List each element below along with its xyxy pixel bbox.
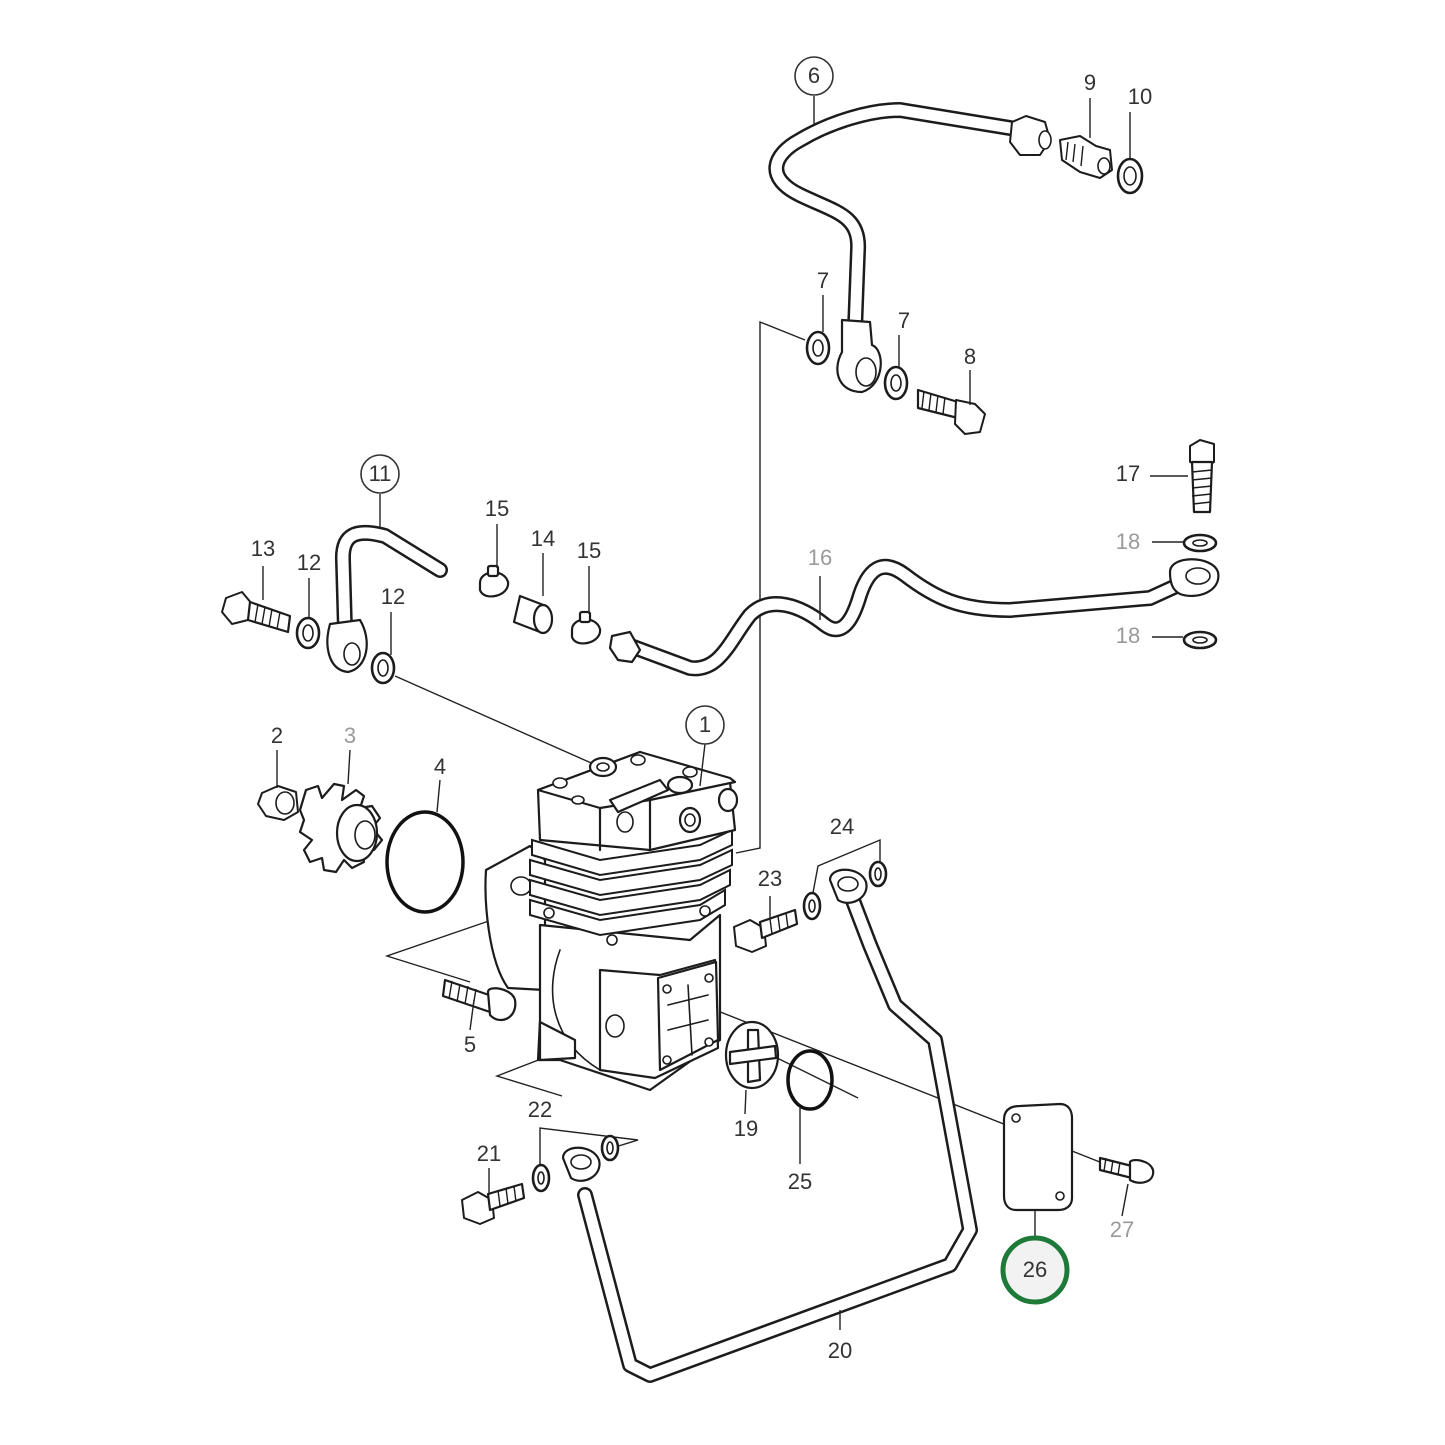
- callout-1[interactable]: 1: [699, 712, 711, 737]
- callout-ring-1: [685, 705, 725, 745]
- washer-24b: [868, 860, 888, 888]
- callout-9[interactable]: 9: [1084, 70, 1096, 95]
- callout-20[interactable]: 20: [828, 1338, 852, 1363]
- callout-16[interactable]: 16: [808, 545, 832, 570]
- leader-lines: [384, 320, 1188, 1169]
- pipe-16: [608, 558, 1220, 677]
- callout-6[interactable]: 6: [808, 63, 820, 88]
- callout-12b[interactable]: 12: [381, 584, 405, 609]
- washer-7a: [805, 330, 831, 366]
- callout-7a[interactable]: 7: [817, 268, 829, 293]
- washer-24a: [802, 891, 822, 921]
- hose-clamp-15b: [570, 610, 602, 645]
- callout-25[interactable]: 25: [788, 1169, 812, 1194]
- callout-7b[interactable]: 7: [898, 308, 910, 333]
- callout-15b[interactable]: 15: [577, 538, 601, 563]
- hose-clamp-15a: [478, 564, 510, 598]
- callout-27[interactable]: 27: [1110, 1217, 1134, 1242]
- callout-24[interactable]: 24: [830, 814, 854, 839]
- pipe-20: [561, 868, 978, 1383]
- callout-23[interactable]: 23: [758, 866, 782, 891]
- callout-2[interactable]: 2: [271, 723, 283, 748]
- banjo-bolt-8: [916, 388, 986, 435]
- callout-13[interactable]: 13: [251, 536, 275, 561]
- gear-3: [298, 782, 384, 874]
- callout-8[interactable]: 8: [964, 344, 976, 369]
- callout-ring-6: [794, 56, 834, 96]
- callout-22[interactable]: 22: [528, 1097, 552, 1122]
- callout-19[interactable]: 19: [734, 1116, 758, 1141]
- callout-11[interactable]: 11: [369, 461, 392, 486]
- callout-12a[interactable]: 12: [297, 550, 321, 575]
- washer-10: [1116, 157, 1144, 195]
- upper-pipe-6: [768, 102, 1052, 394]
- washer-22a: [531, 1163, 551, 1193]
- banjo-bolt-13: [221, 591, 292, 634]
- washer-12a: [295, 616, 321, 650]
- washer-12b: [370, 651, 396, 685]
- compressor-1: [484, 750, 739, 1092]
- washer-22b: [600, 1134, 620, 1162]
- callout-14[interactable]: 14: [531, 526, 555, 551]
- callout-18a[interactable]: 18: [1116, 529, 1140, 554]
- pipe-11: [326, 524, 448, 674]
- callout-15a[interactable]: 15: [485, 496, 509, 521]
- callout-17[interactable]: 17: [1116, 461, 1140, 486]
- callout-4[interactable]: 4: [434, 754, 446, 779]
- bolt-21: [461, 1182, 526, 1225]
- callout-26[interactable]: 26: [1023, 1257, 1047, 1282]
- cover-plate-26: [1002, 1102, 1074, 1212]
- washer-7b: [883, 365, 909, 401]
- bolt-5: [441, 978, 517, 1021]
- banjo-bolt-17: [1189, 439, 1215, 514]
- callout-3[interactable]: 3: [344, 723, 356, 748]
- o-ring-4: [385, 810, 465, 914]
- hose-sleeve-14: [512, 594, 554, 635]
- washer-18a: [1182, 533, 1218, 553]
- coupling-19: [724, 1020, 780, 1090]
- callout-leaders: [262, 96, 1131, 1330]
- washer-18b: [1182, 630, 1218, 650]
- union-fitting-9: [1059, 135, 1113, 179]
- screw-27: [1098, 1156, 1155, 1184]
- callout-ring-11: [360, 454, 400, 494]
- nut-2: [257, 785, 299, 821]
- callout-ring-26-highlighted: [1000, 1235, 1070, 1305]
- callout-labels: 6 9 10 7 7 8 11 13 12 12 15 14 15 16 17 …: [251, 56, 1152, 1363]
- o-ring-25: [786, 1049, 834, 1111]
- callout-18b[interactable]: 18: [1116, 623, 1140, 648]
- bolt-23: [733, 908, 799, 953]
- callout-5[interactable]: 5: [464, 1032, 476, 1057]
- callout-10[interactable]: 10: [1128, 84, 1152, 109]
- callout-21[interactable]: 21: [477, 1141, 501, 1166]
